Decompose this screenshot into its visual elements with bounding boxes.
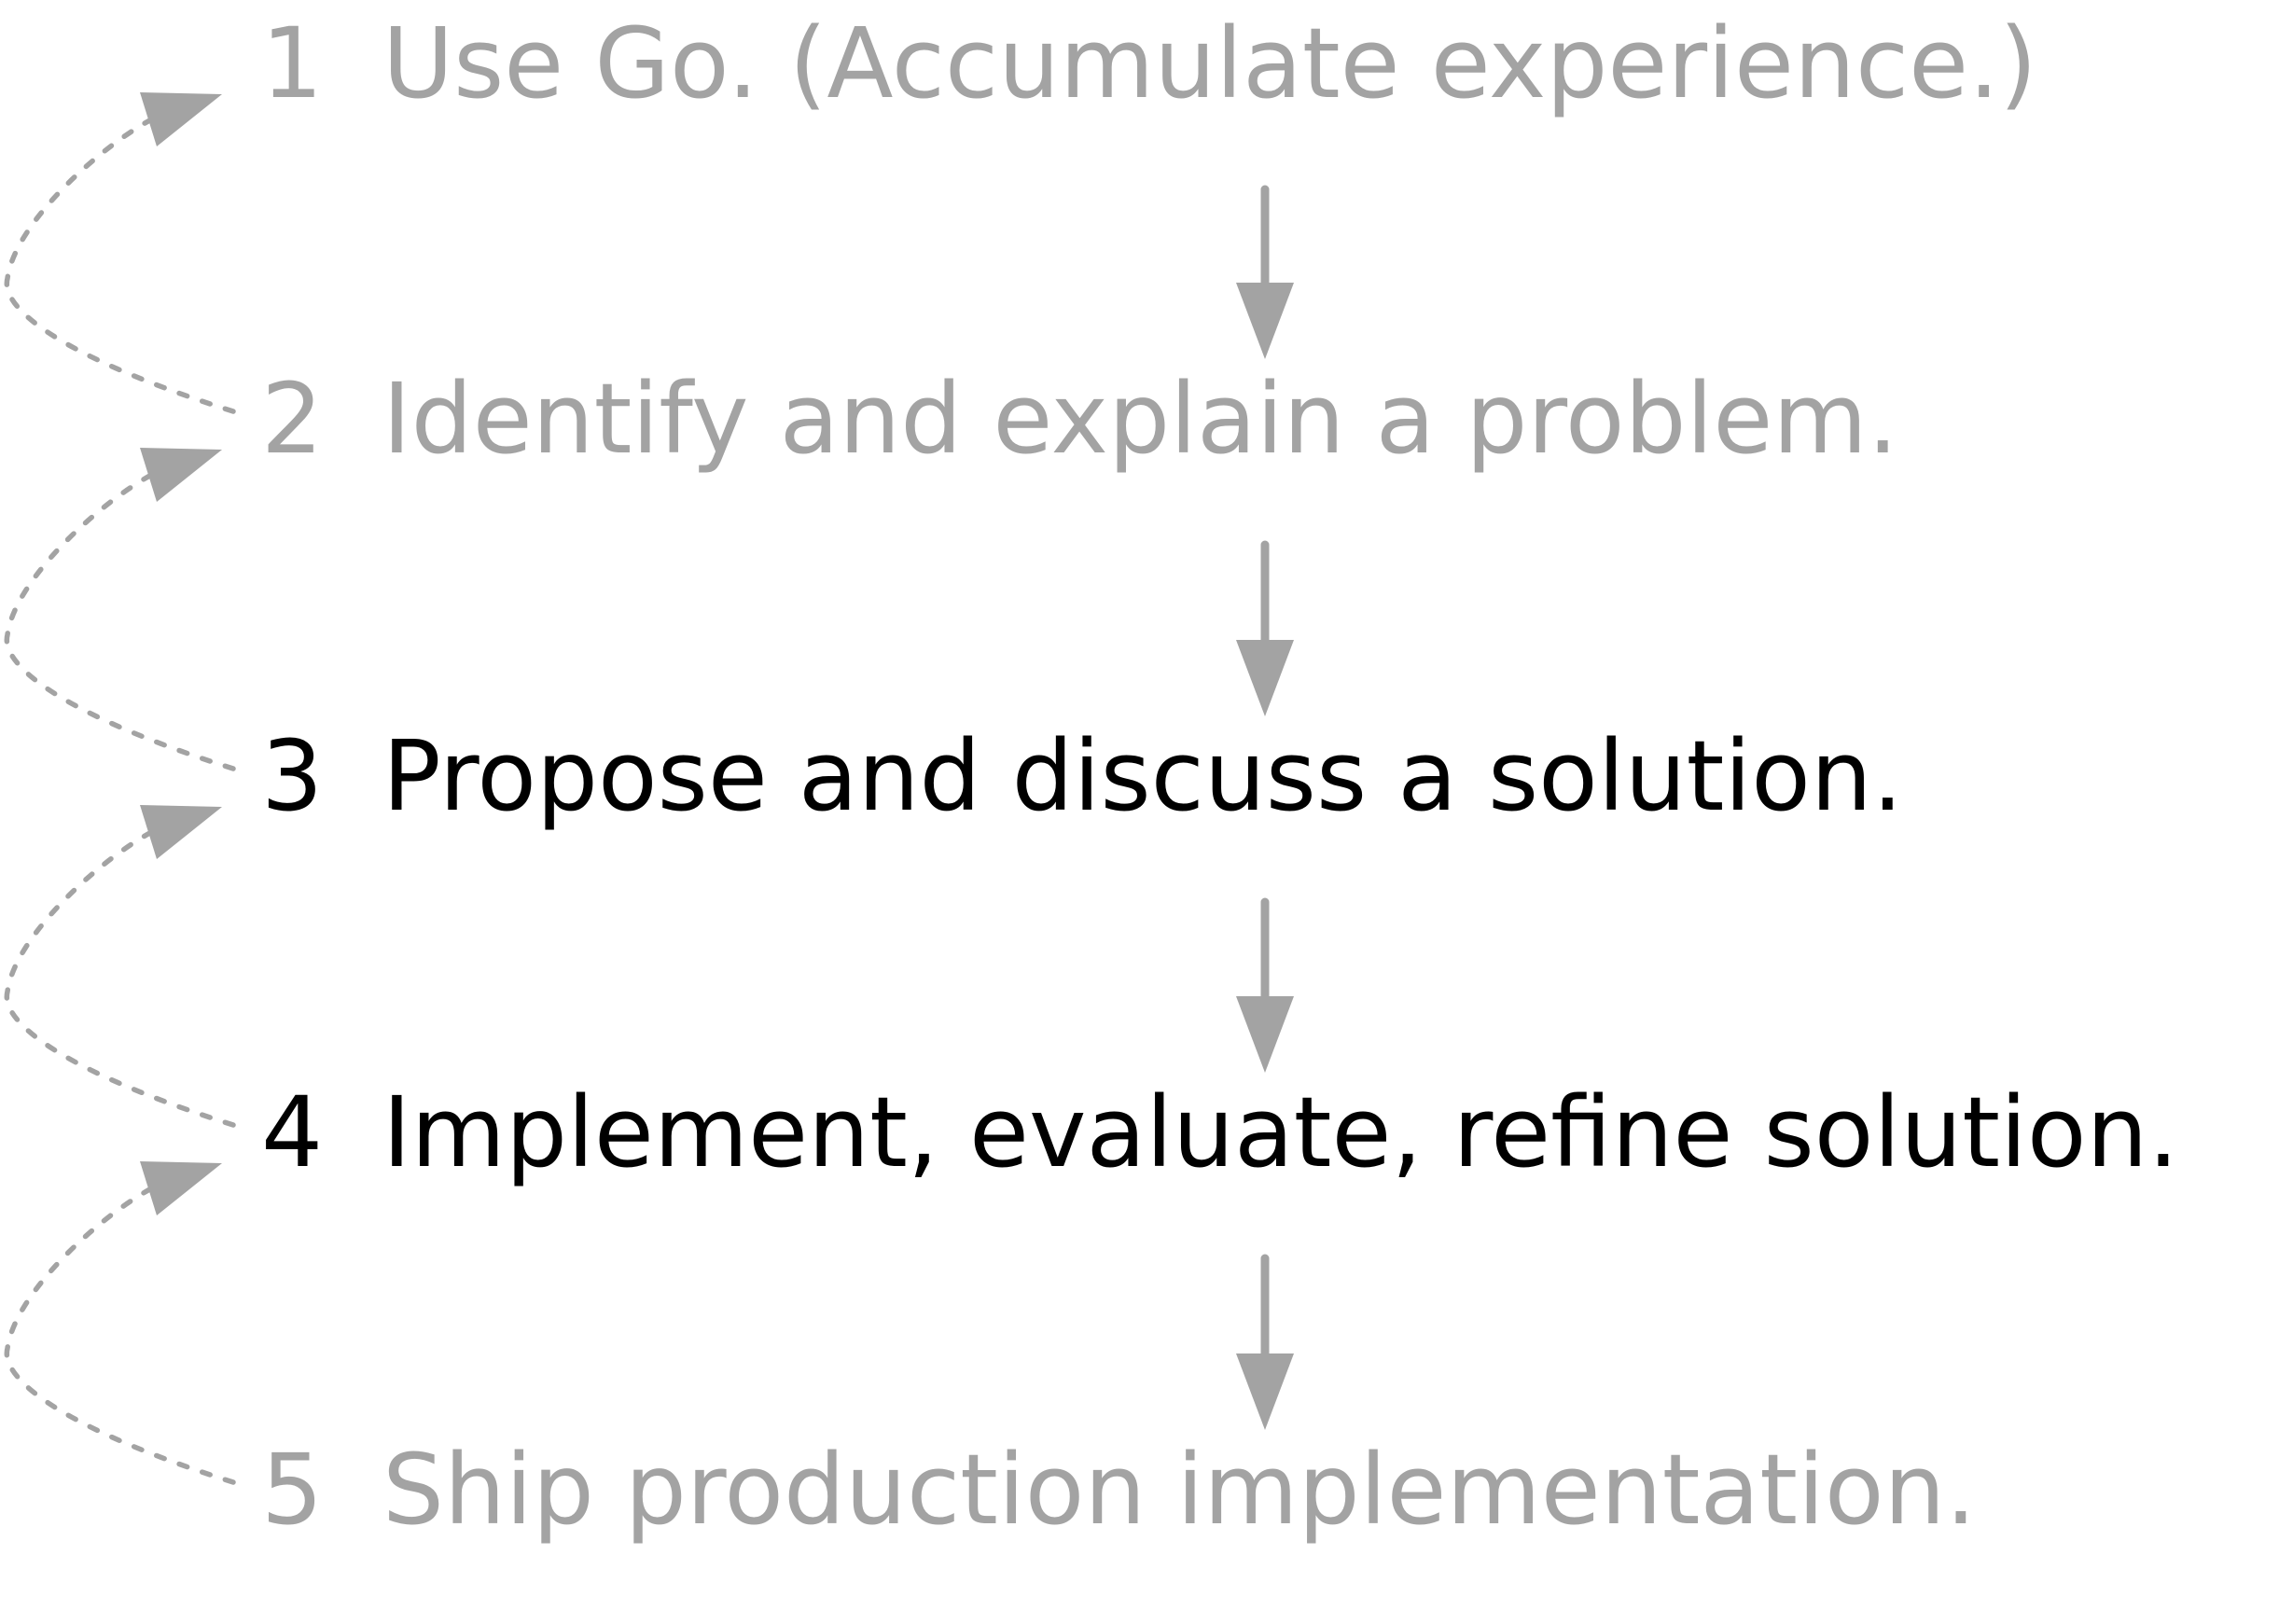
feedback-arrow-3-to-2 bbox=[4, 448, 236, 771]
step-label: Propose and discuss a solution. bbox=[382, 719, 1903, 833]
step-5: 5 Ship production implementation. bbox=[261, 1433, 1976, 1547]
step-list: 1 Use Go. (Accumulate experience.) 2 Identi… bbox=[261, 7, 2178, 1547]
step-2: 2 Identify and explain a problem. bbox=[261, 362, 1898, 476]
step-number: 4 bbox=[261, 1076, 323, 1189]
step-number: 5 bbox=[261, 1433, 323, 1547]
forward-arrow-4-to-5 bbox=[1236, 1254, 1294, 1430]
feedback-arrow-5-to-4 bbox=[4, 1161, 236, 1485]
feedback-arrows bbox=[4, 92, 236, 1485]
forward-arrows bbox=[1236, 185, 1294, 1430]
step-label: Ship production implementation. bbox=[382, 1433, 1976, 1547]
step-number: 2 bbox=[261, 362, 323, 476]
forward-arrow-3-to-4 bbox=[1236, 897, 1294, 1073]
forward-arrow-1-to-2 bbox=[1236, 185, 1294, 359]
step-number: 3 bbox=[261, 719, 323, 833]
step-3: 3 Propose and discuss a solution. bbox=[261, 719, 1903, 833]
step-label: Identify and explain a problem. bbox=[382, 362, 1898, 476]
forward-arrow-2-to-3 bbox=[1236, 540, 1294, 716]
feedback-arrow-4-to-3 bbox=[4, 805, 236, 1128]
step-4: 4 Implement, evaluate, refine solution. bbox=[261, 1076, 2178, 1189]
step-number: 1 bbox=[261, 7, 323, 120]
step-label: Implement, evaluate, refine solution. bbox=[382, 1076, 2178, 1189]
feedback-arrow-2-to-1 bbox=[4, 92, 236, 414]
step-1: 1 Use Go. (Accumulate experience.) bbox=[261, 7, 2037, 120]
step-label: Use Go. (Accumulate experience.) bbox=[382, 7, 2037, 120]
